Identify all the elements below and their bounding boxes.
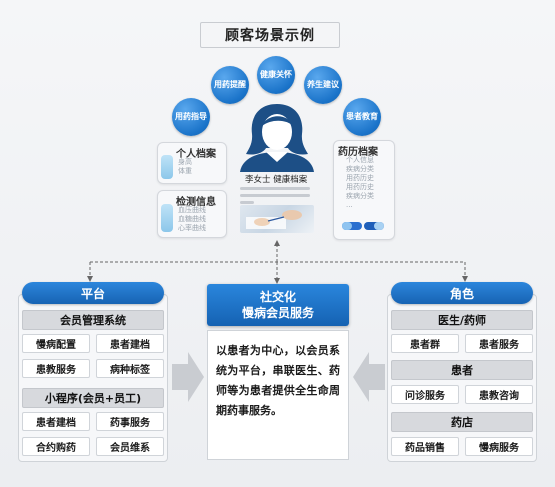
record-line: [240, 201, 254, 204]
center-header-line1: 社交化: [259, 290, 296, 304]
body-figure-icon: [161, 204, 173, 232]
chip-disease-tag: 病种标签: [96, 359, 164, 378]
detection-info-lines: 血压曲线 血糖曲线 心率曲线: [178, 206, 206, 233]
arrow-left-icon: [353, 352, 385, 402]
arrow-right-icon: [172, 352, 204, 402]
bubble-patient-education: 患者教育: [343, 98, 381, 136]
center-header: 社交化 慢病会员服务: [207, 284, 349, 326]
handshake-illustration-icon: [246, 210, 302, 229]
role-header: 角色: [391, 282, 533, 304]
chip-patient-service: 患者服务: [465, 334, 533, 353]
detection-line: 血压曲线: [178, 206, 206, 214]
medication-line: 用药历史: [346, 174, 374, 182]
medication-history-title: 药历档案: [338, 147, 378, 158]
personal-record-lines: 身高 体重: [178, 158, 192, 176]
bubble-medication-reminder: 用药提醒: [211, 66, 249, 104]
bubble-medication-guidance: 用药指导: [172, 98, 210, 136]
patient-avatar-icon: [240, 104, 314, 172]
chip-patient-education: 患教服务: [22, 359, 90, 378]
record-line: [240, 187, 310, 190]
person-silhouette-icon: [161, 155, 173, 179]
pharmacy-bar: 药店: [391, 412, 533, 432]
medication-history-lines: 个人信息 疾病分类 用药历史 用药历史 疾病分类 ...: [346, 156, 374, 210]
consultation-photo: [240, 205, 314, 233]
center-description: 以患者为中心，以会员系统为平台，串联医生、药师等为患者提供全生命周期药事服务。: [207, 330, 349, 460]
medication-line: 个人信息: [346, 156, 374, 164]
chip-education-consult: 患教咨询: [465, 385, 533, 404]
medication-line: 疾病分类: [346, 165, 374, 173]
record-line: [240, 194, 310, 197]
bubble-wellness-advice: 养生建议: [304, 66, 342, 104]
patient-bar: 患者: [391, 360, 533, 380]
chip-chronic-service: 慢病服务: [465, 437, 533, 456]
chip-pharmacy-service: 药事服务: [96, 412, 164, 431]
chip-patient-record: 患者建档: [96, 334, 164, 353]
detection-info-title: 检测信息: [176, 197, 216, 208]
personal-record-title: 个人档案: [176, 149, 216, 160]
patient-record-label: 李女士 健康档案: [245, 175, 308, 185]
mini-program-bar: 小程序(会员+员工): [22, 388, 164, 408]
doctor-pharmacist-bar: 医生/药师: [391, 310, 533, 330]
medication-line: 用药历史: [346, 183, 374, 191]
detection-line: 心率曲线: [178, 224, 206, 232]
chip-drug-sales: 药品销售: [391, 437, 459, 456]
medication-line: ...: [346, 201, 353, 209]
chip-consultation: 问诊服务: [391, 385, 459, 404]
chip-member-retention: 会员维系: [96, 437, 164, 456]
center-header-line2: 慢病会员服务: [241, 306, 314, 320]
diagram-title: 顾客场景示例: [200, 22, 340, 48]
chip-contract-purchase: 合约购药: [22, 437, 90, 456]
personal-line: 体重: [178, 167, 192, 175]
chip-patient-group: 患者群: [391, 334, 459, 353]
personal-line: 身高: [178, 158, 192, 166]
platform-header: 平台: [22, 282, 164, 304]
pill-capsule-icon: [342, 222, 384, 230]
bubble-health-care: 健康关怀: [257, 56, 295, 94]
member-management-bar: 会员管理系统: [22, 310, 164, 330]
chip-patient-record-2: 患者建档: [22, 412, 90, 431]
detection-line: 血糖曲线: [178, 215, 206, 223]
medication-line: 疾病分类: [346, 192, 374, 200]
chip-chronic-config: 慢病配置: [22, 334, 90, 353]
